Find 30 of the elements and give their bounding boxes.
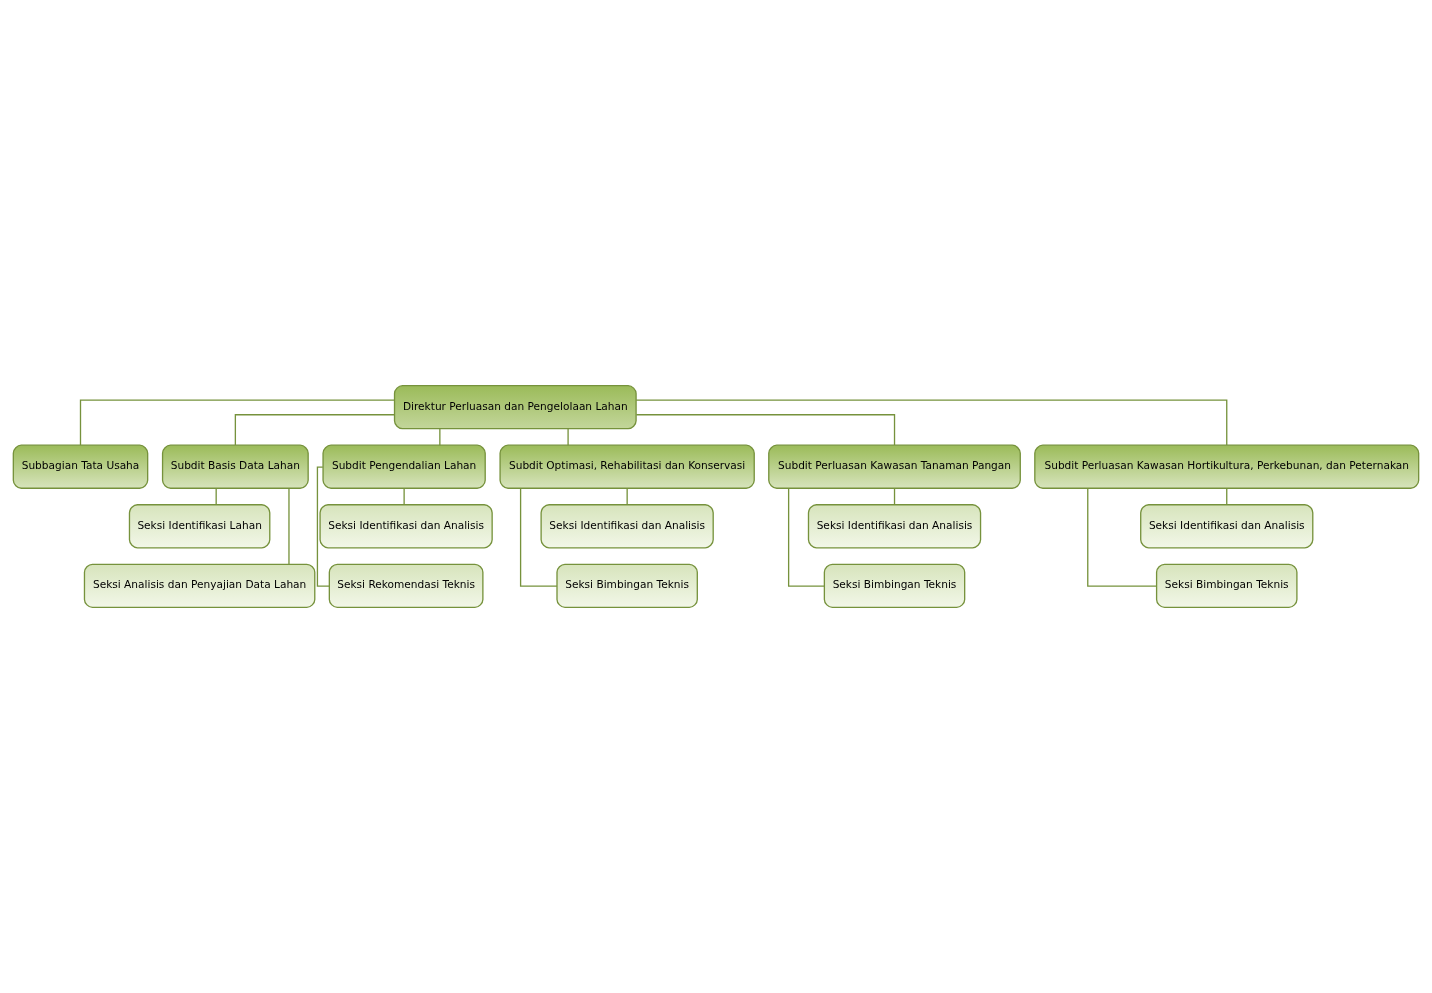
connector bbox=[403, 487, 405, 506]
connector bbox=[439, 428, 441, 446]
connector bbox=[288, 487, 290, 565]
node-box: Direktur Perluasan dan Pengelolaan Lahan bbox=[393, 385, 637, 430]
connector bbox=[316, 466, 330, 587]
node-box: Subdit Pengendalian Lahan bbox=[322, 444, 486, 489]
node-box: Subbagian Tata Usaha bbox=[12, 444, 149, 489]
connector bbox=[626, 487, 628, 506]
node-box: Seksi Identifikasi dan Analisis bbox=[540, 504, 714, 549]
node-box: Seksi Analisis dan Penyajian Data Lahan bbox=[83, 563, 316, 608]
node-box: Subdit Perluasan Kawasan Hortikultura, Perkebunan, dan Peternakan bbox=[1034, 444, 1420, 489]
connector bbox=[635, 399, 1228, 446]
node-box: Seksi Identifikasi dan Analisis bbox=[1140, 504, 1314, 549]
node-box: Subdit Optimasi, Rehabilitasi dan Konservasi bbox=[499, 444, 755, 489]
connector bbox=[635, 414, 896, 446]
node-box: Seksi Identifikasi dan Analisis bbox=[319, 504, 493, 549]
connector bbox=[79, 399, 396, 446]
connector bbox=[1087, 487, 1158, 587]
connector bbox=[787, 487, 825, 587]
node-box: Seksi Identifikasi dan Analisis bbox=[807, 504, 982, 549]
node-box: Subdit Perluasan Kawasan Tanaman Pangan bbox=[768, 444, 1021, 489]
connector bbox=[234, 414, 395, 446]
node-box: Seksi Identifikasi Lahan bbox=[128, 504, 271, 549]
connector bbox=[567, 428, 569, 446]
node-box: Seksi Rekomendasi Teknis bbox=[328, 563, 484, 608]
node-box: Seksi Bimbingan Teknis bbox=[556, 563, 698, 608]
node-box: Subdit Basis Data Lahan bbox=[161, 444, 309, 489]
node-box: Seksi Bimbingan Teknis bbox=[1155, 563, 1298, 608]
connector bbox=[519, 487, 558, 587]
node-box: Seksi Bimbingan Teknis bbox=[823, 563, 966, 608]
